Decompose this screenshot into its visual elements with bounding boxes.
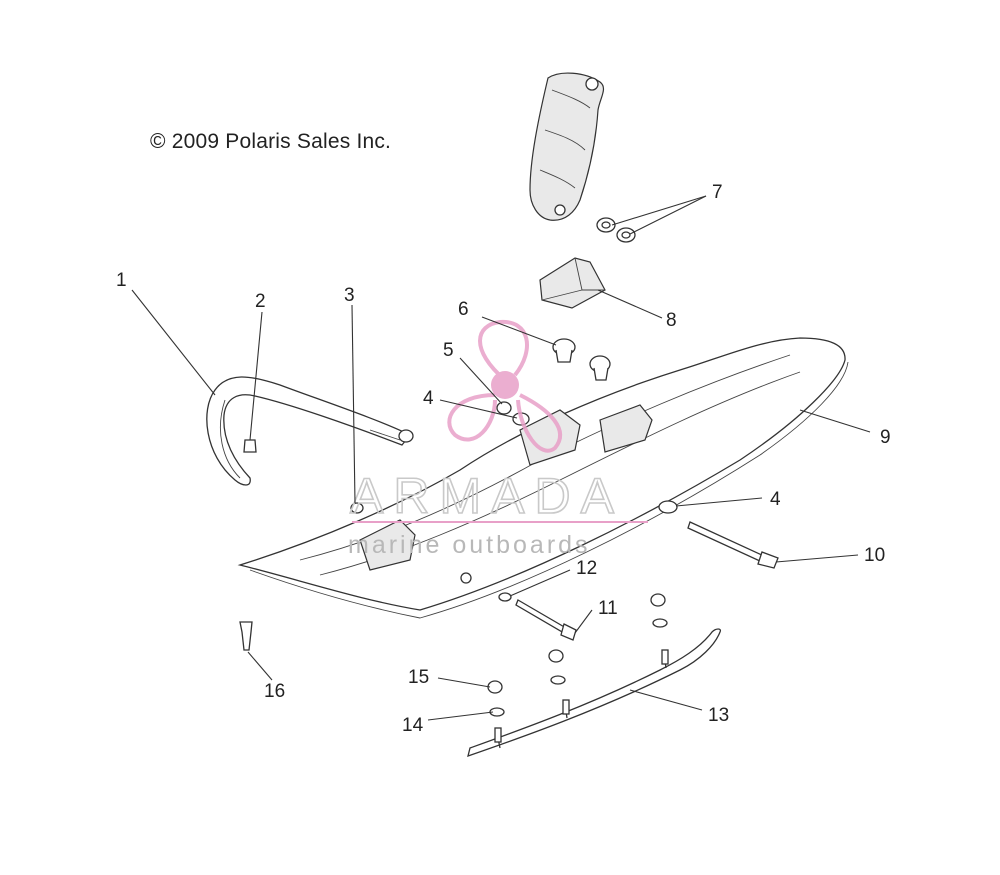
wear-bar — [467, 628, 722, 758]
callout-5: 5 — [443, 340, 454, 361]
short-bolt — [515, 599, 577, 641]
callout-8: 8 — [666, 310, 677, 331]
callout-14: 14 — [402, 715, 424, 736]
watermark-brand: ARMADA — [350, 468, 624, 524]
washer — [658, 500, 678, 514]
callout-1: 1 — [116, 270, 127, 291]
nut — [350, 502, 364, 514]
callout-4-lower: 4 — [770, 489, 781, 510]
callout-2: 2 — [255, 291, 266, 312]
callout-4-upper: 4 — [423, 388, 434, 409]
wedge-block — [539, 257, 606, 309]
bushings — [596, 217, 636, 243]
callout-3: 3 — [344, 285, 355, 306]
callout-labels: 1 2 3 4 5 6 7 8 9 4 10 11 12 13 14 15 16 — [116, 182, 891, 736]
ski-handle — [206, 376, 414, 486]
long-bolt — [687, 521, 779, 569]
watermark: ARMADA marine outboards — [348, 319, 648, 559]
callout-9: 9 — [880, 427, 891, 448]
callout-15: 15 — [408, 667, 429, 688]
spindle — [529, 72, 605, 221]
callout-12: 12 — [576, 558, 597, 579]
handle-bolt — [243, 439, 257, 453]
callout-6: 6 — [458, 299, 469, 320]
stud — [239, 621, 253, 651]
callout-13: 13 — [708, 705, 729, 726]
small-washer — [498, 592, 512, 602]
mount-bushings — [496, 338, 611, 426]
copyright-notice: © 2009 Polaris Sales Inc. — [150, 130, 392, 153]
callout-16: 16 — [264, 681, 285, 702]
ski-body — [237, 337, 849, 619]
nuts-washers — [487, 593, 668, 717]
watermark-propeller-icon — [447, 319, 562, 453]
callout-7: 7 — [712, 182, 723, 203]
watermark-tagline: marine outboards — [348, 531, 591, 559]
leader-lines — [131, 195, 871, 721]
callout-11: 11 — [598, 598, 618, 619]
callout-10: 10 — [864, 545, 885, 566]
